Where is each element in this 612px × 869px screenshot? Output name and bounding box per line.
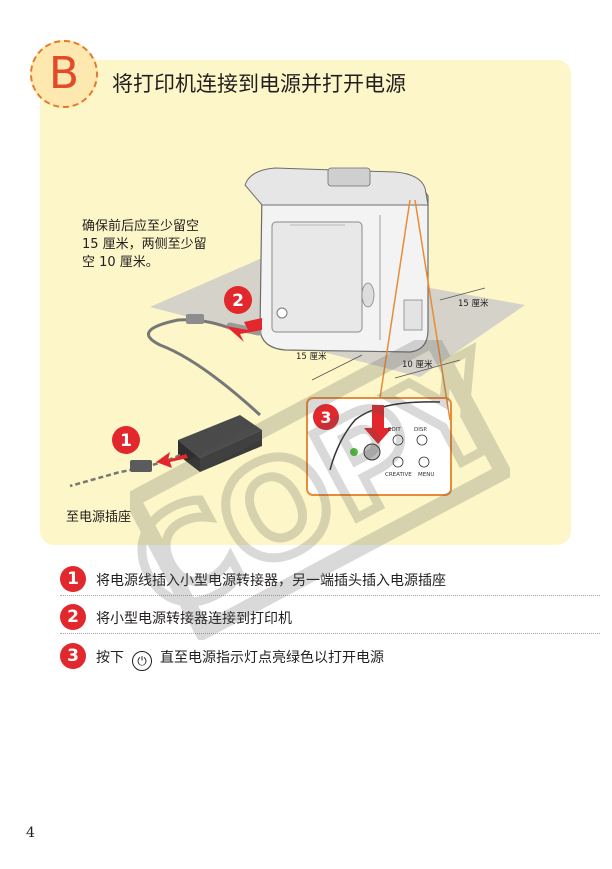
step-2-number: 2 <box>60 604 86 630</box>
disp-label: DISP. <box>414 427 428 433</box>
power-button <box>363 443 381 461</box>
step-2: 2 将小型电源转接器连接到打印机 <box>60 604 600 640</box>
creative-label: CREATIVE <box>385 472 412 478</box>
callout-1-text: 1 <box>120 431 132 451</box>
step-3-text-after: 直至电源指示灯点亮绿色以打开电源 <box>160 650 384 666</box>
callout-3-text: 3 <box>320 408 331 427</box>
step-1: 1 将电源线插入小型电源转接器，另一端插头插入电源插座 <box>60 566 600 602</box>
edit-label: EDIT <box>388 427 401 433</box>
callout-number-2: 2 <box>224 286 252 314</box>
clearance-note: 确保前后应至少留空 15 厘米，两侧至少留 空 10 厘米。 <box>82 219 207 270</box>
section-badge: B <box>30 40 98 108</box>
arrow-3 <box>364 405 392 444</box>
callout-number-3: 3 <box>313 404 339 430</box>
step-divider <box>60 595 600 596</box>
outlet-label: 至电源插座 <box>66 510 132 525</box>
step-2-text: 将小型电源转接器连接到打印机 <box>96 611 292 627</box>
step-divider <box>60 633 600 634</box>
callout-2-text: 2 <box>232 291 244 311</box>
step-3-number: 3 <box>60 643 86 669</box>
badge-letter: B <box>48 48 80 99</box>
step-1-text: 将电源线插入小型电源转接器，另一端插头插入电源插座 <box>96 573 446 589</box>
callout-number-1: 1 <box>112 426 140 454</box>
power-icon: ⏻ <box>132 651 152 671</box>
power-led <box>350 448 358 456</box>
step-3-text: 按下 ⏻ 直至电源指示灯点亮绿色以打开电源 <box>96 647 384 671</box>
arrow-2 <box>226 318 262 342</box>
callout-box <box>306 397 452 496</box>
ferrite-core <box>186 314 204 324</box>
section-title: 将打印机连接到电源并打开电源 <box>112 72 406 96</box>
menu-label: MENU <box>418 472 434 478</box>
power-plug <box>130 460 152 472</box>
step-3: 3 按下 ⏻ 直至电源指示灯点亮绿色以打开电源 <box>60 643 600 679</box>
dim-side: 10 厘米 <box>402 360 433 370</box>
step-3-text-before: 按下 <box>96 650 124 666</box>
power-adapter <box>178 415 262 472</box>
arrow-1 <box>156 452 188 468</box>
step-1-number: 1 <box>60 566 86 592</box>
dc-in-port <box>276 307 288 319</box>
printer <box>244 167 429 353</box>
dim-rear: 15 厘米 <box>458 299 489 309</box>
page-number: 4 <box>26 825 35 841</box>
dim-front-back: 15 厘米 <box>296 352 327 362</box>
